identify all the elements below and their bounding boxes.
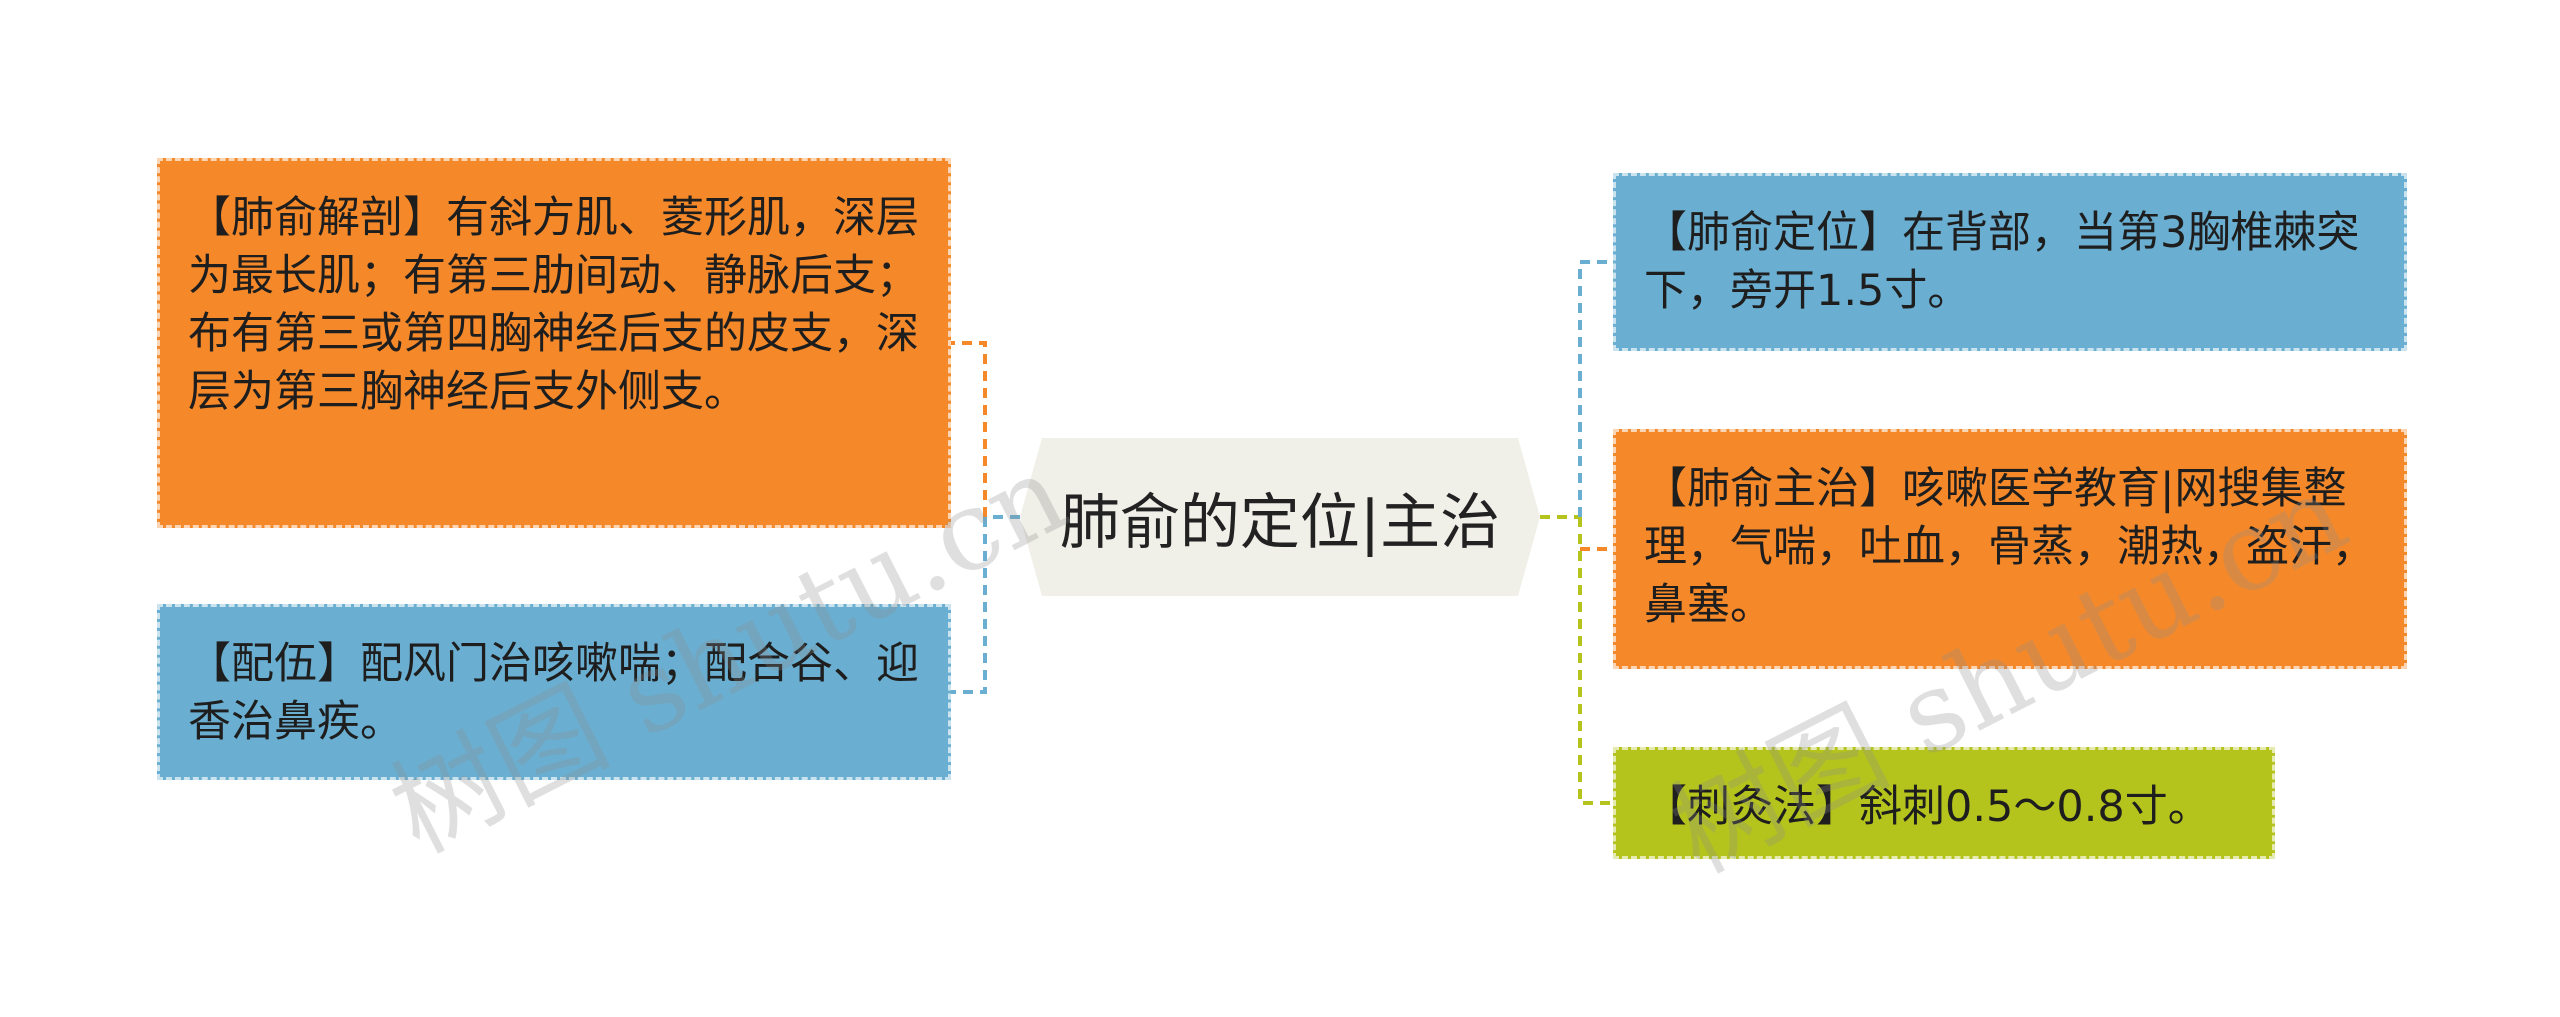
connector-right-1 <box>1578 260 1613 517</box>
central-topic[interactable]: 肺俞的定位|主治 <box>1020 438 1540 596</box>
central-topic-title: 肺俞的定位|主治 <box>1059 487 1501 558</box>
topic-node-indications[interactable]: 【肺俞主治】咳嗽医学教育|网搜集整理，气喘，吐血，骨蒸，潮热，盗汗，鼻塞。 <box>1613 429 2407 669</box>
topic-node-anatomy[interactable]: 【肺俞解剖】有斜方肌、菱形肌，深层为最长肌；有第三肋间动、静脉后支；布有第三或第… <box>157 158 951 528</box>
central-topic-shape <box>1020 438 1540 596</box>
connector-left-2 <box>951 517 987 694</box>
topic-node-location[interactable]: 【肺俞定位】在背部，当第3胸椎棘突下，旁开1.5寸。 <box>1613 173 2407 351</box>
connector-left-1 <box>951 341 987 517</box>
topic-node-combination[interactable]: 【配伍】配风门治咳嗽喘；配合谷、迎香治鼻疾。 <box>157 604 951 780</box>
topic-node-needling[interactable]: 【刺灸法】斜刺0.5～0.8寸。 <box>1613 747 2275 859</box>
connector-right-3 <box>1578 517 1613 805</box>
